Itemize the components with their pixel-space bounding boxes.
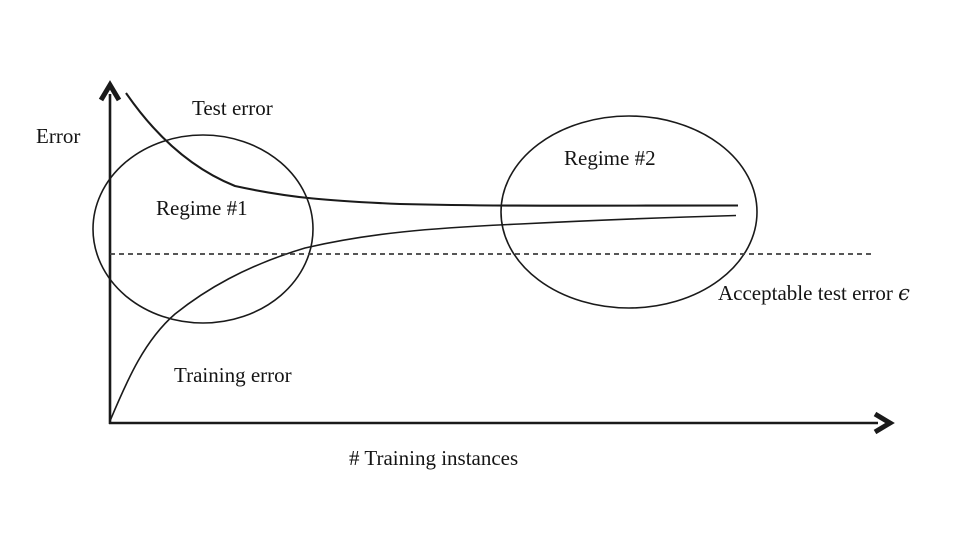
training-error-curve xyxy=(109,214,737,422)
y-axis-label: Error xyxy=(36,124,81,148)
threshold-label-text: Acceptable test error xyxy=(718,281,893,305)
y-axis-arrowhead-icon xyxy=(98,80,122,102)
test-error-curve xyxy=(125,92,739,207)
acceptable-error-threshold-label: Acceptable test error ϵ xyxy=(718,281,910,305)
regime1-ellipse xyxy=(92,134,314,324)
ink-stroke-group xyxy=(92,80,895,435)
x-axis-label: # Training instances xyxy=(349,446,519,470)
x-axis-arrowhead-icon xyxy=(873,411,895,435)
training-error-curve-label: Training error xyxy=(174,363,292,387)
epsilon-symbol: ϵ xyxy=(898,281,910,305)
regime1-label: Regime #1 xyxy=(156,196,248,220)
regime2-label: Regime #2 xyxy=(564,146,656,170)
regime2-ellipse xyxy=(500,115,758,309)
test-error-curve-label: Test error xyxy=(192,96,273,120)
